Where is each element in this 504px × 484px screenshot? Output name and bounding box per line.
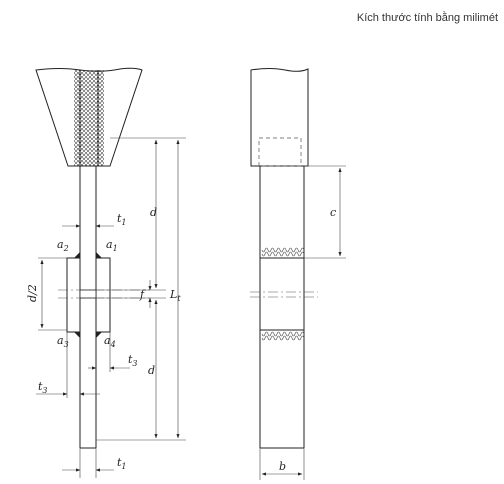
dim-d-half: d/2 [26, 257, 67, 331]
dim-t1-top-label: t1 [117, 212, 127, 227]
dim-d-top: d [96, 137, 186, 291]
dim-d-half-label: d/2 [26, 284, 39, 302]
dim-t1-top: t1 [62, 212, 127, 228]
side-plate [259, 166, 305, 449]
dim-t3-left: t3 [36, 332, 100, 398]
side-grip [250, 68, 309, 167]
weld-fillets [74, 252, 102, 338]
dim-b: b [259, 448, 305, 480]
cover-plate-right [95, 257, 111, 333]
weld-label-a2: a2 [57, 238, 69, 253]
dim-l1-label: Lt [169, 288, 181, 303]
dim-c-label: c [330, 206, 336, 219]
dim-c: c [304, 165, 346, 259]
dim-t3-right-label: t3 [128, 353, 138, 368]
dim-f-label: f [139, 288, 146, 301]
dim-d-bottom: d [96, 297, 186, 441]
gap-region [58, 289, 150, 299]
dim-l1: Lt [169, 139, 181, 439]
cover-plate-left [66, 257, 81, 333]
dim-f: f [139, 280, 152, 308]
weld-label-a3: a3 [57, 334, 69, 349]
dim-d-top-label: d [150, 206, 157, 219]
side-view: c b [250, 68, 346, 480]
weld-label-a1: a1 [106, 238, 118, 253]
specimen-plate [79, 166, 97, 449]
dim-t3-left-label: t3 [38, 380, 48, 395]
dim-b-label: b [279, 460, 286, 473]
units-note: Kích thước tính bằng milimét [356, 12, 498, 24]
dim-t1-bottom: t1 [62, 448, 127, 478]
side-weld-seam-lower [260, 329, 305, 341]
dim-t3-right: t3 [88, 332, 138, 372]
front-view: d d Lt f [26, 67, 186, 478]
dim-d-bottom-label: d [148, 364, 155, 377]
upper-grip [35, 67, 143, 167]
side-weld-seam-upper [260, 247, 305, 259]
dim-t1-bottom-label: t1 [117, 456, 127, 471]
weld-label-a4: a4 [104, 334, 116, 349]
